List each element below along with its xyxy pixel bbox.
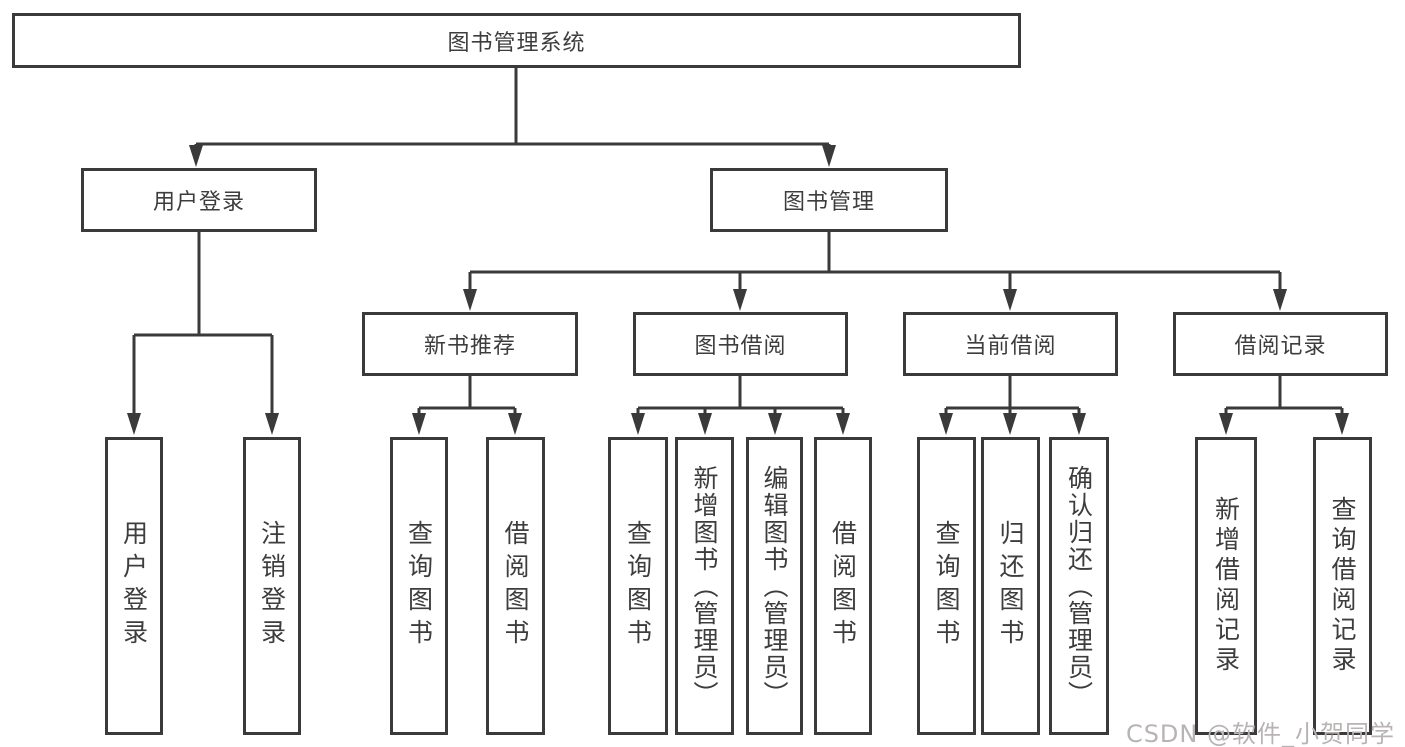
leaf-query-book-current: 查询图书 [917,437,976,735]
watermark-text: CSDN @软件_小贺同学 [1125,720,1395,747]
leaf-query-borrow-record: 查询借阅记录 [1313,437,1372,735]
node-book-management: 图书管理 [710,168,948,232]
leaf-borrow-book-2: 借阅图书 [814,437,872,735]
leaf-edit-book-admin: 编辑图书（管理员） [746,437,803,735]
node-book-borrow: 图书借阅 [633,312,848,376]
leaf-query-book-recommend: 查询图书 [390,437,448,735]
leaf-user-login: 用户登录 [105,437,163,735]
node-user-login: 用户登录 [81,168,317,232]
leaf-add-book-admin: 新增图书（管理员） [675,437,734,735]
node-library-management-system: 图书管理系统 [12,13,1021,68]
leaf-return-book: 归还图书 [981,437,1040,735]
node-new-book-recommend: 新书推荐 [362,312,578,376]
leaf-confirm-return-admin: 确认归还（管理员） [1049,437,1109,735]
leaf-query-book-borrow: 查询图书 [608,437,668,735]
leaf-borrow-book-recommend: 借阅图书 [486,437,545,735]
node-borrow-records: 借阅记录 [1173,312,1388,376]
node-current-borrow: 当前借阅 [903,312,1118,376]
leaf-logout: 注销登录 [243,437,301,735]
leaf-add-borrow-record: 新增借阅记录 [1195,437,1257,735]
